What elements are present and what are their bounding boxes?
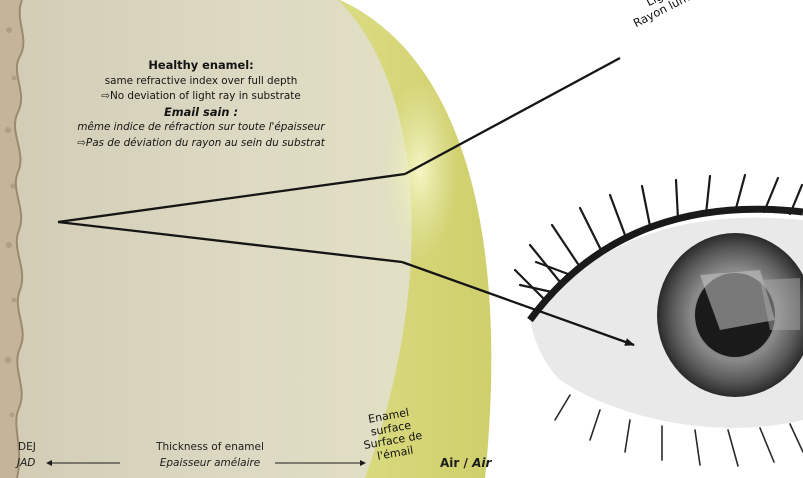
heading-email-sain: Email sain : bbox=[40, 105, 362, 121]
no-deviation-text: No deviation of light ray in substrate bbox=[110, 90, 301, 102]
arrow-right-icon: ⇨ bbox=[101, 90, 110, 102]
air-label-fr: Air bbox=[472, 456, 491, 470]
air-label-separator: / bbox=[459, 456, 472, 470]
air-label: Air / Air bbox=[440, 456, 491, 470]
thickness-label-fr: Epaisseur amélaire bbox=[100, 456, 320, 470]
pas-deviation-text: Pas de déviation du rayon au sein du sub… bbox=[86, 137, 325, 149]
arrow-right-icon: ⇨ bbox=[77, 137, 86, 149]
air-label-en: Air bbox=[440, 456, 459, 470]
jad-label: JAD bbox=[17, 456, 35, 470]
text-no-deviation-en: ⇨No deviation of light ray in substrate bbox=[40, 89, 362, 105]
dej-label: DEJ bbox=[18, 440, 36, 454]
thickness-label-en: Thickness of enamel bbox=[100, 440, 320, 454]
text-refractive-index-en: same refractive index over full depth bbox=[40, 74, 362, 90]
heading-healthy-enamel: Healthy enamel: bbox=[40, 58, 362, 74]
eye-illustration bbox=[515, 175, 803, 466]
text-no-deviation-fr: ⇨Pas de déviation du rayon au sein du su… bbox=[40, 136, 362, 152]
surface-highlight bbox=[382, 80, 458, 260]
text-refractive-index-fr: même indice de réfraction sur toute l'ép… bbox=[40, 120, 362, 136]
enamel-description: Healthy enamel: same refractive index ov… bbox=[40, 58, 362, 152]
